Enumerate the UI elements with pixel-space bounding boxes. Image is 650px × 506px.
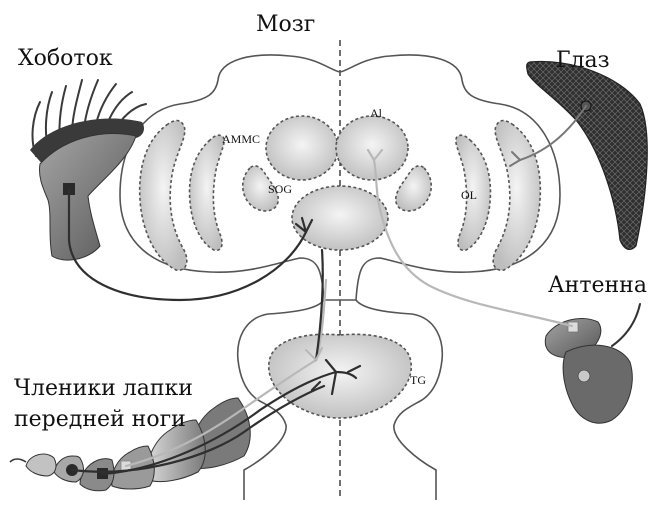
ammc-region xyxy=(266,116,338,180)
tarsus-label-line1: Членики лапки xyxy=(14,376,193,401)
optic-lobe-left-outer xyxy=(140,121,187,271)
optic-lobe-right-outer xyxy=(493,121,540,271)
sog-label: SOG xyxy=(268,182,292,196)
antenna-square-receptor xyxy=(568,322,578,332)
eye-label: Глаз xyxy=(556,48,610,73)
sog-right-region xyxy=(396,166,432,211)
brain-label: Мозг xyxy=(256,12,315,37)
eye-organ xyxy=(527,61,648,249)
antenna-label: Антенна xyxy=(548,273,647,298)
ammc-label: AMMC xyxy=(222,132,260,146)
tg-label: TG xyxy=(410,373,426,387)
tarsus-label-line2: передней ноги xyxy=(14,407,186,432)
antenna-receptor xyxy=(578,370,590,382)
al-label: Al xyxy=(370,106,383,120)
ol-label: OL xyxy=(461,188,477,202)
proboscis-label: Хоботок xyxy=(18,46,113,71)
optic-lobe-left-inner xyxy=(190,135,225,250)
sog-region xyxy=(292,186,388,250)
antennal-lobe-region xyxy=(336,116,408,180)
